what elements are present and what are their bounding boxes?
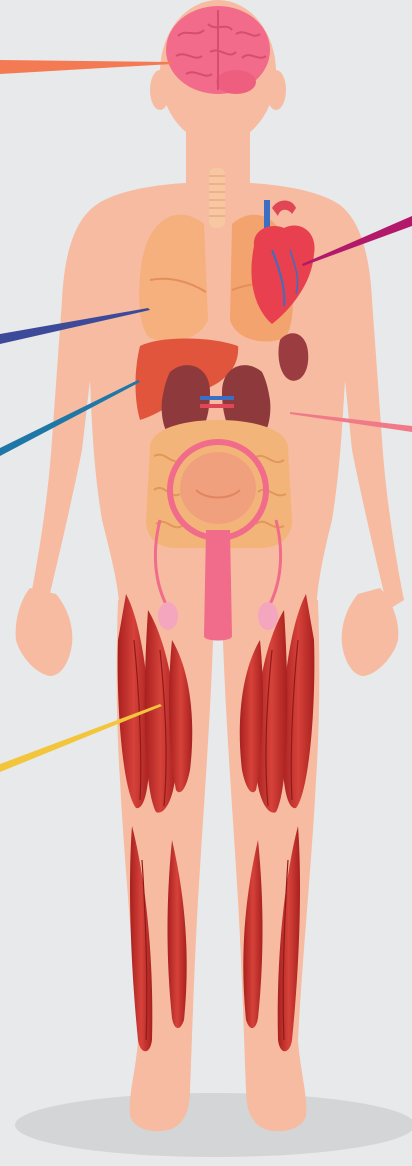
brain bbox=[166, 6, 270, 94]
trachea bbox=[209, 168, 225, 228]
pointer-brain bbox=[0, 60, 172, 74]
ground-shadow bbox=[15, 1093, 412, 1157]
bladder bbox=[170, 442, 266, 538]
